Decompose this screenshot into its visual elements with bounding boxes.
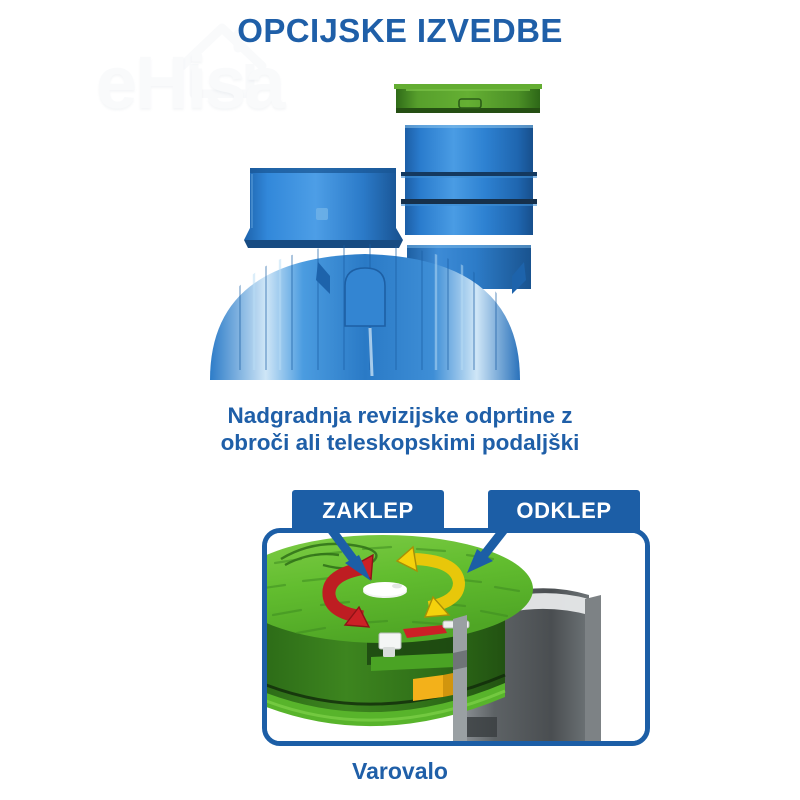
blue-tank-dome-part bbox=[210, 244, 531, 380]
top-illustration bbox=[200, 80, 620, 390]
lock-rotation-arrow bbox=[322, 553, 374, 628]
blue-extension-ring-part bbox=[244, 168, 403, 248]
riser-parts-svg bbox=[210, 84, 542, 380]
safety-catch-varovalo bbox=[413, 673, 453, 701]
caption-line-1: Nadgradnja revizijske odprtine z bbox=[227, 403, 573, 428]
unlock-rotation-arrow bbox=[395, 545, 466, 618]
pointer-arrow-odklep bbox=[467, 533, 508, 573]
pointer-arrow-zaklep bbox=[328, 533, 371, 581]
bottom-label: Varovalo bbox=[352, 758, 448, 784]
caption-line-2: obroči ali teleskopskimi podaljški bbox=[220, 430, 580, 455]
badge-zaklep: ZAKLEP bbox=[292, 490, 444, 532]
blue-telescopic-cylinder-part bbox=[401, 125, 537, 235]
caption: Nadgradnja revizijske odprtine z obroči … bbox=[0, 402, 800, 456]
page-title: OPCIJSKE IZVEDBE bbox=[237, 12, 563, 49]
badge-odklep: ODKLEP bbox=[488, 490, 640, 532]
lower-illustration-panel bbox=[262, 528, 650, 746]
manhole-cover-detail-svg bbox=[267, 533, 645, 741]
green-lid-part bbox=[394, 84, 542, 113]
